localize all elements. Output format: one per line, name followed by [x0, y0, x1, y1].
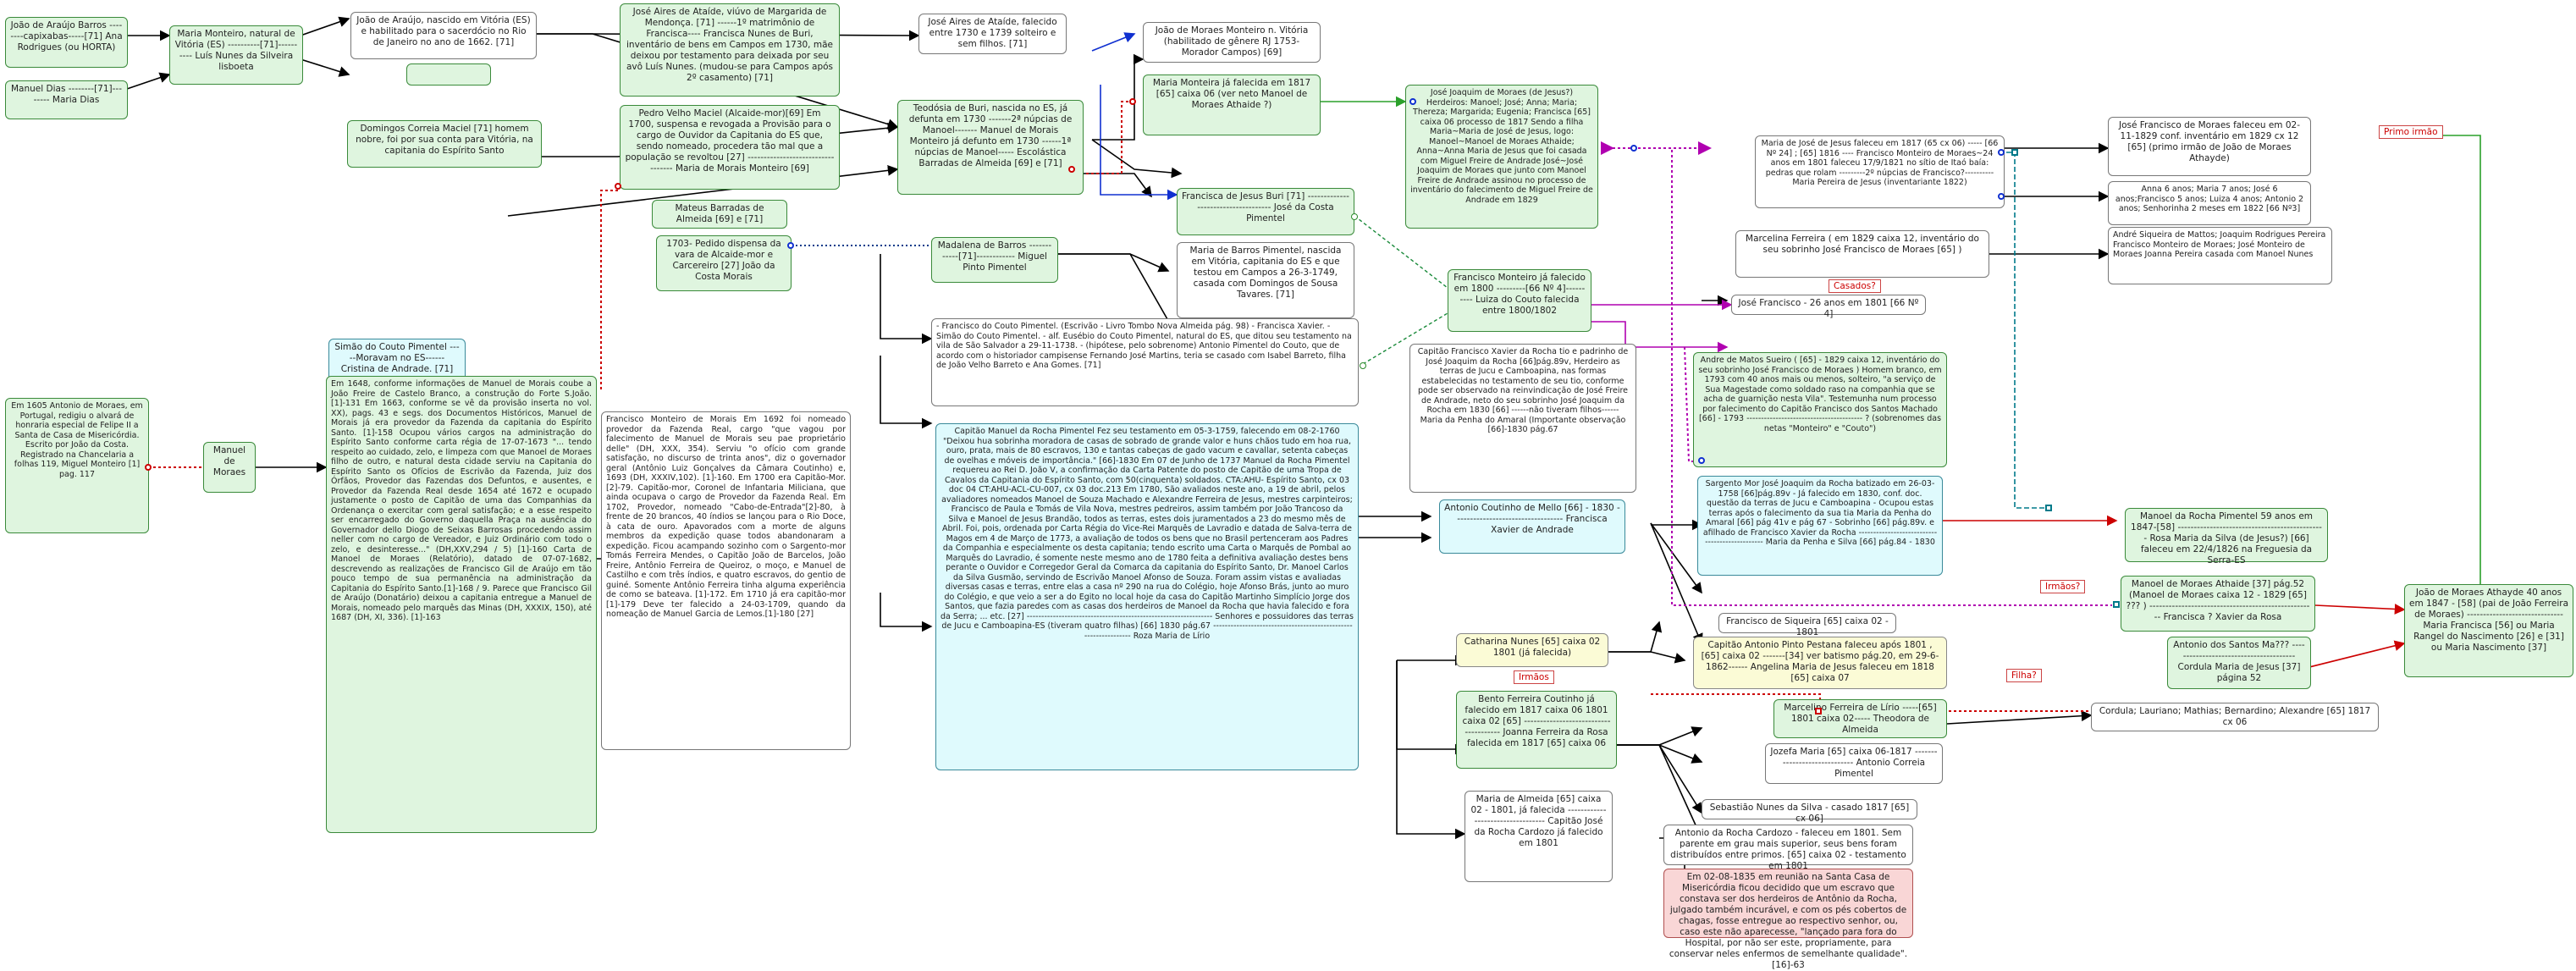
node-joao-moraes-monteiro: João de Moraes Monteiro n. Vitória (habi… — [1143, 22, 1321, 63]
blue-connector-dot — [1630, 145, 1637, 152]
node-joao-moraes-athayde: João de Moraes Athayde 40 anos em 1847 -… — [2404, 584, 2573, 677]
node-mateus-barradas: Mateus Barradas de Almeida [69] e [71] — [652, 200, 787, 229]
node-francisco-siqueira: Francisco de Siqueira [65] caixa 02 - 18… — [1718, 613, 1896, 637]
red-connector-dot — [615, 183, 621, 190]
node-capitao-manuel-rocha: Capitão Manuel da Rocha Pimentel Fez seu… — [935, 423, 1359, 770]
node-1703-pedido: 1703- Pedido dispensa da vara de Alcaide… — [656, 235, 792, 291]
node-capitao-xavier-rocha: Capitão Francisco Xavier da Rocha tio e … — [1409, 344, 1636, 493]
node-sargento-jose-rocha: Sargento Mor José Joaquim da Rocha batiz… — [1697, 476, 1943, 576]
node-bento-ferreira-coutinho: Bento Ferreira Coutinho já falecido em 1… — [1456, 691, 1617, 769]
node-joao-araujo: João de Araújo, nascido em Vitória (ES) … — [350, 12, 537, 59]
teal-connector-square — [2011, 149, 2018, 156]
node-madalena-barros: Madalena de Barros ------------[71]-----… — [931, 237, 1058, 283]
node-jose-aires-single: José Aires de Ataíde, falecido entre 173… — [918, 14, 1067, 54]
node-araujo-barros: João de Araújo Barros --------capixabas-… — [5, 17, 128, 68]
blue-connector-dot — [1698, 457, 1705, 464]
node-jose-francisco-26: José Francisco - 26 anos em 1801 [66 Nº … — [1731, 295, 1926, 319]
node-manoel-rocha-pimentel: Manoel da Rocha Pimentel 59 anos em 1847… — [2125, 508, 2328, 565]
node-francisco-monteiro-morais: Francisco Monteiro de Morais Em 1692 foi… — [601, 411, 851, 750]
red-connector-square — [1815, 708, 1822, 714]
red-connector-dot — [145, 464, 152, 471]
red-connector-dot — [1129, 98, 1136, 105]
node-em-1648: Em 1648, conforme informações de Manuel … — [326, 376, 597, 833]
node-maria-monteira: Maria Monteira já falecida em 1817 [65] … — [1143, 74, 1321, 135]
node-maria-monteiro-vitoria: Maria Monteiro, natural de Vitória (ES) … — [169, 25, 303, 85]
node-antonio-santos-ma: Antonio dos Santos Ma??? ---------------… — [2167, 637, 2311, 689]
blue-connector-dot — [1998, 193, 2005, 200]
node-marcelino-ferreira-lirio: Marcelino Ferreira de Lírio -----[65] 18… — [1773, 699, 1947, 738]
node-antonio-rocha-cardozo: Antonio da Rocha Cardozo - faleceu em 18… — [1663, 825, 1913, 871]
node-jose-francisco-moraes: José Francisco de Moraes faleceu em 02-1… — [2108, 117, 2311, 176]
node-em-02-08-1835: Em 02-08-1835 em reunião na Santa Casa d… — [1663, 869, 1913, 970]
node-jose-aires-ataide: José Aires de Ataíde, viúvo de Margarida… — [620, 3, 840, 97]
label-casados: Casados? — [1829, 279, 1881, 293]
node-pedro-velho-maciel: Pedro Velho Maciel (Alcaide-mor)[69] Em … — [620, 105, 840, 190]
green-connector-dot — [1360, 362, 1366, 369]
node-cordula-lauriano: Cordula; Lauriano; Mathias; Bernardino; … — [2091, 703, 2379, 731]
node-maria-almeida: Maria de Almeida [65] caixa 02 - 1801, j… — [1465, 791, 1613, 882]
node-manuel-moraes: Manuel de Moraes — [203, 442, 256, 493]
teal-connector-square — [2113, 601, 2120, 608]
node-catharina-nunes: Catharina Nunes [65] caixa 02 1801 (já f… — [1456, 633, 1608, 667]
green-connector-dot — [1351, 213, 1358, 220]
blue-connector-dot — [787, 242, 794, 249]
label-filha: Filha? — [2006, 669, 2042, 682]
label-irmaos-1: Irmãos? — [2040, 580, 2086, 593]
node-andre-matos-sueiro: Andre de Matos Sueiro ( [65] - 1829 caix… — [1693, 352, 1947, 467]
blue-connector-dot — [1998, 149, 2005, 156]
node-manuel-dias: Manuel Dias --------[71]-------- Maria D… — [5, 80, 128, 119]
node-teodosia-buri: Teodósia de Buri, nascida no ES, já defu… — [897, 100, 1084, 195]
node-antonio-moraes-1605: Em 1605 Antonio de Moraes, em Portugal, … — [5, 398, 149, 533]
node-francisca-buri: Francisca de Jesus Buri [71] -----------… — [1177, 188, 1354, 235]
node-jose-joaquim-moraes: José Joaquim de Moraes (de Jesus?) Herde… — [1405, 85, 1598, 229]
node-manoel-moraes-athaide: Manoel de Moraes Athaide [37] pág.52 (Ma… — [2121, 576, 2315, 632]
node-antonio-coutinho-mello: Antonio Coutinho de Mello [66] - 1830 --… — [1439, 499, 1625, 554]
label-irmaos-2: Irmãos — [1514, 670, 1554, 684]
node-andre-siqueira-mattos: André Siqueira de Mattos; Joaquim Rodrig… — [2108, 227, 2332, 284]
node-maria-jose-jesus: Maria de José de Jesus faleceu em 1817 (… — [1755, 135, 2005, 208]
blue-connector-dot — [1409, 98, 1416, 105]
node-empty-green — [406, 63, 491, 86]
node-marcelina-ferreira: Marcelina Ferreira ( em 1829 caixa 12, i… — [1735, 230, 1989, 278]
node-jozefa-maria: Jozefa Maria [65] caixa 06-1817 --------… — [1765, 743, 1943, 784]
node-domingos-maciel: Domingos Correia Maciel [71] homem nobre… — [347, 120, 542, 168]
node-capitao-antonio-pinto: Capitão Antonio Pinto Pestana faleceu ap… — [1693, 637, 1947, 689]
node-sebastiao-nunes: Sebastião Nunes da Silva - casado 1817 [… — [1702, 799, 1917, 824]
node-francisco-couto-list: - Francisco do Couto Pimentel. (Escrivão… — [931, 318, 1359, 406]
node-maria-barros-pimentel: Maria de Barros Pimentel, nascida em Vit… — [1177, 242, 1354, 318]
label-primo-irmao: Primo irmão — [2379, 125, 2443, 139]
teal-connector-square — [2045, 505, 2052, 511]
node-anna-maria-jose: Anna 6 anos; Maria 7 anos; José 6 anos;F… — [2108, 181, 2311, 225]
node-francisco-monteiro-1800: Francisco Monteiro já falecido em 1800 -… — [1448, 269, 1591, 332]
red-connector-dot — [1068, 166, 1075, 173]
